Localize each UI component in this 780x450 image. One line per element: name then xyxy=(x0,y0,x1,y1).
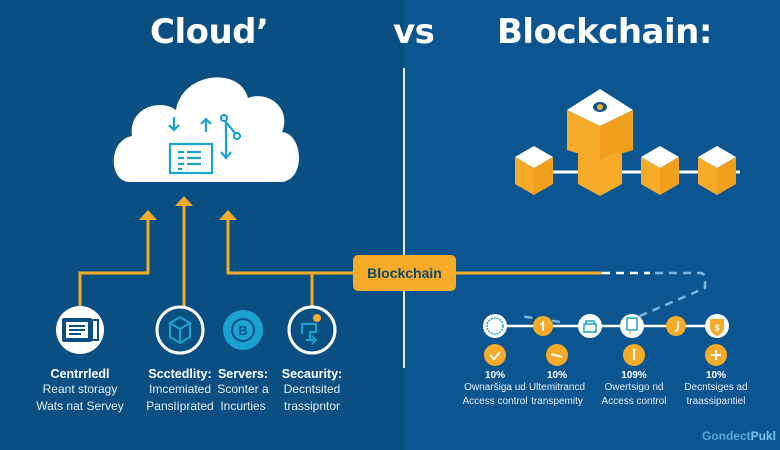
blockchain-cubes-icon xyxy=(515,89,740,196)
cloud-feature-servers: Servers: Sconter a Incurties xyxy=(188,365,298,415)
workflow-icon xyxy=(287,305,337,355)
feature-percent: 109% xyxy=(621,370,647,381)
feature-percent: 10% xyxy=(705,370,726,381)
blockchain-feature-transparency: 10% Ultemitrancd transpemity xyxy=(512,370,602,409)
plus-icon xyxy=(705,344,727,366)
feature-line: Decntsited xyxy=(283,382,341,396)
blockchain-feature-decentralized: 10% Decntsiges ad traassipantiel xyxy=(671,370,761,409)
feature-line: Owertsigo nd xyxy=(604,382,664,393)
feature-line: Incurties xyxy=(220,399,266,413)
cloud-title: Cloud’ xyxy=(150,12,269,52)
vertical-divider xyxy=(403,68,405,368)
feature-line: Imcemiated xyxy=(148,382,212,396)
cloud-feature-scalability: Scctedlity: Imcemiated Panslíprated xyxy=(125,365,235,415)
feature-percent: 10% xyxy=(484,370,505,381)
bar-icon xyxy=(623,344,645,366)
globe-seal-icon xyxy=(483,314,507,338)
brand-part1: Gondect xyxy=(701,429,751,443)
feature-heading: Servers: xyxy=(217,367,269,381)
feature-line: Panslíprated xyxy=(146,399,214,413)
feature-line: Wats nat Servey xyxy=(36,399,124,413)
checkmark-icon xyxy=(484,344,506,366)
feature-line: Decntsiges ad xyxy=(684,382,748,393)
cloud-feature-centralized: Centrrledl Reant storagy Wats nat Servey xyxy=(25,365,135,415)
package-box-icon xyxy=(155,305,205,355)
document-stack-icon xyxy=(56,306,104,354)
blockchain-connector-label: Blockchain xyxy=(353,255,456,291)
feature-heading: Centrrledl xyxy=(50,367,110,381)
dollar-shield-icon: $ xyxy=(705,314,729,338)
blockchain-panel xyxy=(404,0,780,450)
cloud-feature-security: Secaurity: Decntsited trassipntor xyxy=(257,365,367,415)
feature-line: Reant storagy xyxy=(42,382,118,396)
token-icon xyxy=(666,316,686,336)
feature-line: transpemity xyxy=(531,396,583,407)
dash-icon xyxy=(546,344,568,366)
feature-line: trassipntor xyxy=(283,399,341,413)
svg-text:B: B xyxy=(238,323,247,338)
brand-part2: Pukl xyxy=(750,429,776,443)
blockchain-feature-ownership: 10% Ownaršiga ud Access control xyxy=(450,370,540,409)
feature-line: traassipantiel xyxy=(686,396,746,407)
ledger-icon xyxy=(533,316,553,336)
feature-heading: Secaurity: xyxy=(281,367,343,381)
bitcoin-coin-icon: B xyxy=(223,310,263,350)
cloud-icon xyxy=(113,77,299,182)
feature-line: Access control xyxy=(462,396,528,407)
vs-label: vs xyxy=(393,12,435,52)
feature-line: Sconter a xyxy=(217,382,269,396)
lock-icon xyxy=(578,314,602,338)
feature-line: Access control xyxy=(601,396,667,407)
dashed-connector xyxy=(519,271,707,324)
feature-heading: Scctedlity: xyxy=(148,367,212,381)
svg-text:$: $ xyxy=(714,323,719,333)
certificate-icon xyxy=(620,314,644,338)
blockchain-title: Blockchain: xyxy=(497,12,712,52)
cloud-panel xyxy=(0,0,404,450)
blockchain-feature-access: 109% Owertsigo nd Access control xyxy=(589,370,679,409)
feature-line: Ownaršiga ud xyxy=(464,382,526,393)
feature-line: Ultemitrancd xyxy=(528,382,586,393)
arrowheads xyxy=(139,196,237,220)
feature-percent: 10% xyxy=(546,370,567,381)
brand-watermark: GondectPukl xyxy=(702,429,776,443)
connector-arrows xyxy=(78,206,602,310)
